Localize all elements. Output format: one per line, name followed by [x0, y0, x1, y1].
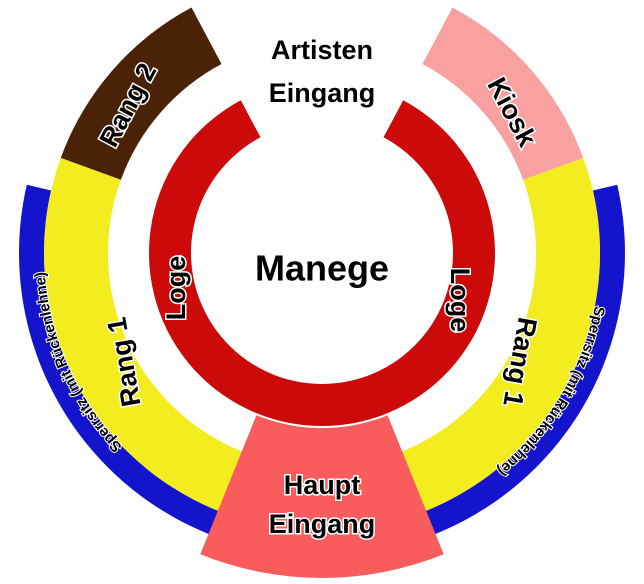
artist-entrance-label-1: Artisten [271, 35, 373, 65]
rang2-section[interactable] [60, 7, 222, 180]
main-entrance-label-2: Eingang [269, 509, 376, 539]
kiosk-area[interactable] [422, 7, 584, 180]
loge-left-label: Loge [161, 256, 191, 321]
loge-right-label: Loge [445, 268, 475, 333]
artist-entrance-label-2: Eingang [269, 78, 376, 108]
main-entrance-area[interactable] [200, 415, 444, 578]
main-entrance-label-1: Haupt [284, 470, 361, 500]
manege-label: Manege [255, 248, 389, 289]
